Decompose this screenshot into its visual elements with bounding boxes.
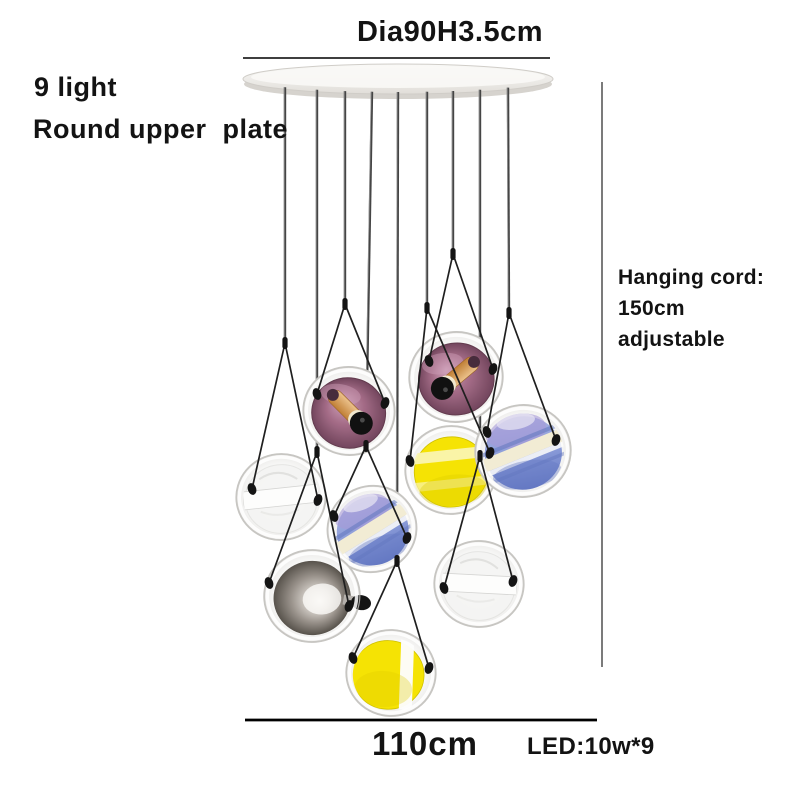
pendant-plum	[408, 331, 504, 423]
hanging-cord-label: Hanging cord: 150cm adjustable	[618, 262, 764, 355]
pendant-plum	[302, 366, 396, 456]
total-width-label: 110cm	[372, 725, 478, 762]
pendant-yellow	[345, 629, 437, 717]
pendant-smoke	[263, 549, 371, 643]
pendant-yellow	[404, 425, 498, 515]
hanging-cord-line1: Hanging cord:	[618, 266, 765, 289]
hanging-cord-line3: adjustable	[618, 328, 725, 351]
led-spec-label: LED:10w*9	[527, 733, 655, 760]
pendant-clear	[235, 453, 327, 541]
pendant-clear	[433, 540, 525, 628]
plate-type-label: Round upper plate	[33, 114, 288, 144]
light-count-label: 9 light	[34, 72, 117, 102]
hanging-cord-line2: 150cm	[618, 297, 685, 320]
pendant-blue	[474, 404, 572, 498]
plate-dimension-label: Dia90H3.5cm	[356, 16, 544, 48]
